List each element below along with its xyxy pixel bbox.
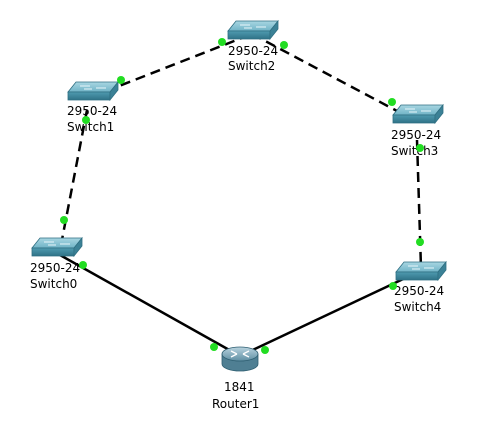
port-status-light [210, 343, 218, 351]
device-name-label: Switch4 [394, 300, 441, 314]
device-model-label: 1841 [224, 380, 255, 394]
links [58, 32, 423, 358]
device-name-label: Switch1 [67, 120, 114, 134]
device-model-label: 2950-24 [391, 128, 441, 142]
device-switch1[interactable]: 2950-24 Switch1 [67, 80, 119, 134]
port-status-light [261, 346, 269, 354]
device-router1[interactable]: 1841 Router1 [212, 346, 259, 411]
port-status-light [218, 38, 226, 46]
link-switch1-switch0[interactable] [58, 109, 89, 251]
link-router1-switch4[interactable] [239, 270, 419, 358]
device-name-label: Switch3 [391, 144, 438, 158]
device-model-label: 2950-24 [67, 104, 117, 118]
device-switch3[interactable]: 2950-24 Switch3 [391, 103, 444, 158]
port-status-light [280, 41, 288, 49]
port-status-lights [60, 38, 424, 354]
router-icon [221, 346, 259, 372]
switch-icon [67, 80, 119, 102]
device-name-label: Switch2 [228, 59, 275, 73]
port-status-light [60, 216, 68, 224]
link-switch3-switch4[interactable] [415, 139, 423, 269]
port-status-light [416, 238, 424, 246]
device-switch2[interactable]: 2950-24 Switch2 [227, 19, 279, 73]
port-status-light [82, 116, 90, 124]
link-switch1-switch2[interactable] [90, 32, 253, 99]
device-switch4[interactable]: 2950-24 Switch4 [394, 260, 447, 314]
port-status-light [79, 261, 87, 269]
port-status-light [389, 282, 397, 290]
switch-icon [392, 103, 444, 125]
device-switch0[interactable]: 2950-24 Switch0 [30, 236, 83, 291]
port-status-light [388, 98, 396, 106]
link-switch0-router1[interactable] [59, 253, 241, 358]
device-model-label: 2950-24 [394, 284, 444, 298]
device-model-label: 2950-24 [228, 44, 278, 58]
switch-icon [395, 260, 447, 282]
port-status-light [416, 144, 424, 152]
device-name-label: Switch0 [30, 277, 77, 291]
link-switch2-switch3[interactable] [251, 32, 415, 122]
switch-icon [227, 19, 279, 41]
device-name-label: Router1 [212, 397, 259, 411]
switch-icon [31, 236, 83, 258]
port-status-light [117, 76, 125, 84]
device-model-label: 2950-24 [30, 261, 80, 275]
